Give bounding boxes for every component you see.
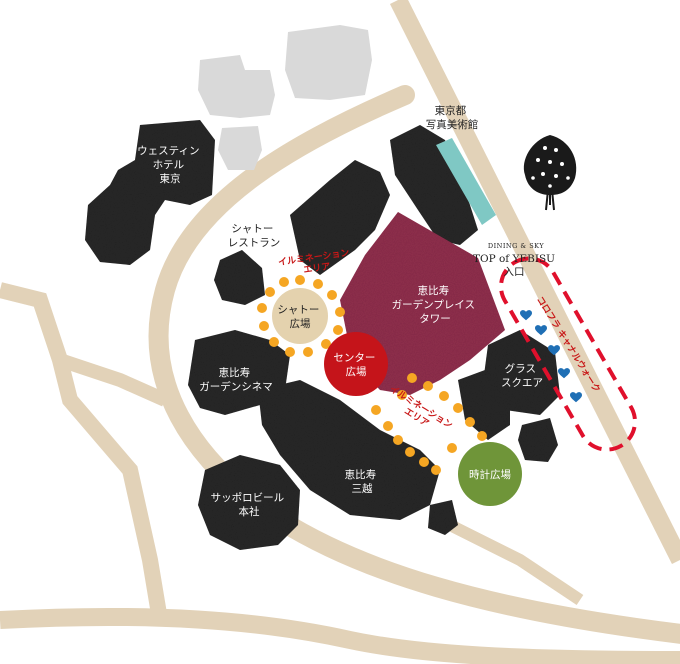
label-mitsukoshi: 恵比寿 三越: [345, 468, 380, 495]
road-west-branch: [57, 353, 168, 407]
clock-plaza: [458, 442, 522, 506]
tree-crown: [523, 135, 577, 195]
small-block-south: [428, 500, 458, 535]
label-top-yebisu-small: DINING & SKY: [488, 242, 544, 250]
illumination-path: [371, 373, 487, 475]
dark-buildings: [85, 120, 560, 550]
photo-museum-building: [390, 125, 478, 245]
road-northeast: [389, 0, 680, 565]
canal-walk-outline: [499, 256, 637, 452]
grey-building-1: [198, 55, 275, 118]
mitsukoshi-building: [258, 380, 440, 520]
label-top-yebisu-entrance: 入口: [504, 266, 525, 278]
photo-museum-strip: [436, 138, 496, 225]
tree-dots: [531, 146, 570, 188]
road-west-junction: [0, 282, 168, 622]
tree-icon: [523, 135, 577, 211]
sapporo-building: [198, 455, 300, 550]
label-glass-square: グラス スクエア: [501, 362, 543, 389]
small-block-east: [518, 418, 558, 462]
westin-building: [85, 120, 215, 265]
label-sapporo: サッポロビール 本社: [211, 492, 288, 518]
label-photo-museum: 東京都 写真美術館: [426, 104, 479, 131]
center-plaza: [324, 332, 388, 396]
road-southeast-diag: [437, 514, 584, 605]
grey-buildings: [198, 25, 372, 170]
block-north-mid: [290, 160, 390, 275]
label-center-plaza: センター 広場: [333, 352, 378, 378]
illumination-ring: [257, 275, 345, 357]
label-westin: ウェスティン ホテル 東京: [137, 145, 203, 185]
grey-building-2: [285, 25, 372, 100]
label-top-yebisu: TOP of YEBISU: [473, 253, 555, 265]
chateau-plaza: [272, 288, 328, 344]
label-chateau-plaza: シャトー 広場: [277, 304, 322, 330]
road-curved-outer: [148, 85, 680, 644]
label-cinema: 恵比寿 ガーデンシネマ: [199, 366, 273, 393]
label-tower: 恵比寿 ガーデンプレイス タワー: [392, 284, 479, 325]
road-bottom: [0, 607, 680, 664]
grey-building-3: [218, 126, 262, 170]
label-clock-plaza: 時計広場: [469, 468, 511, 481]
label-chateau-restaurant: シャトー レストラン: [228, 223, 281, 249]
chateau-restaurant-building: [214, 250, 265, 305]
